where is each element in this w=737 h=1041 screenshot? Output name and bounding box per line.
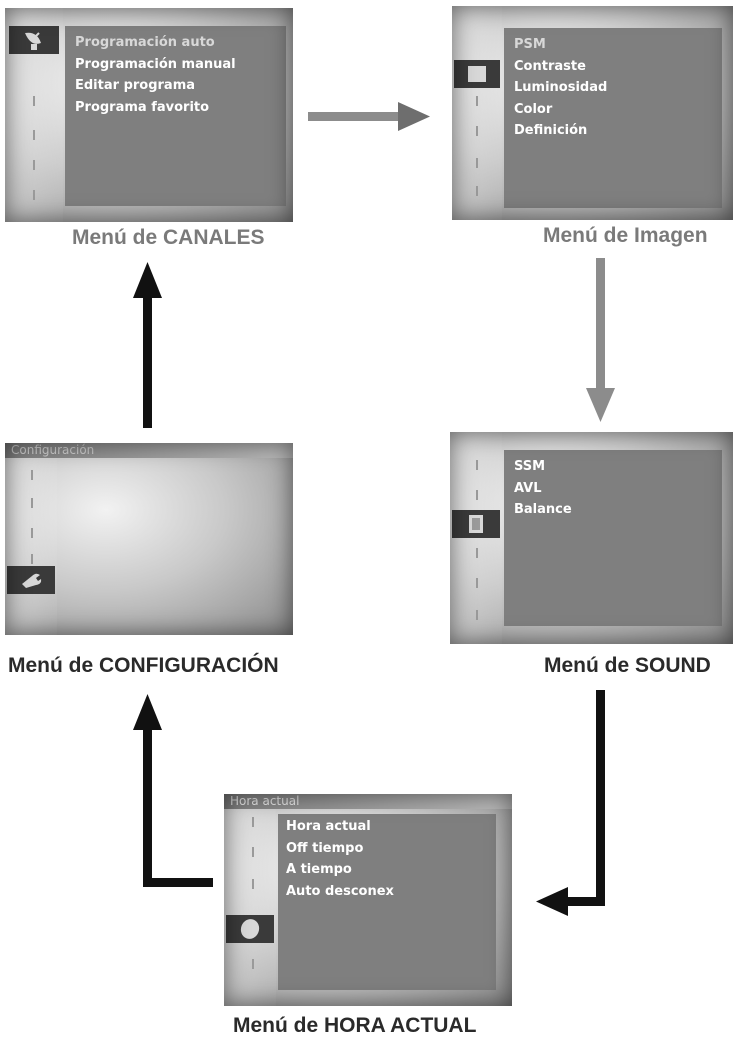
arrow-canales-to-imagen bbox=[308, 102, 430, 131]
menu-panel bbox=[278, 814, 496, 990]
menu-item[interactable]: Luminosidad bbox=[514, 80, 608, 95]
sidebar-tick bbox=[476, 548, 478, 558]
satellite-dish-icon bbox=[25, 32, 41, 50]
menu-list: PSM Contraste Luminosidad Color Definici… bbox=[514, 34, 607, 142]
icon-sidebar bbox=[450, 432, 502, 644]
sidebar-tick bbox=[31, 470, 33, 480]
caption-hora: Menú de HORA ACTUAL bbox=[233, 1014, 477, 1037]
menu-item[interactable]: Auto desconex bbox=[286, 883, 394, 899]
arrow-sound-to-hora bbox=[536, 690, 605, 916]
menu-item[interactable]: Hora actual bbox=[286, 819, 371, 834]
sidebar-tick bbox=[33, 190, 35, 200]
sidebar-tick bbox=[476, 578, 478, 588]
picture-icon bbox=[468, 66, 486, 82]
wrench-icon bbox=[22, 573, 42, 588]
menu-item[interactable]: PSM bbox=[514, 37, 546, 52]
caption-sound: Menú de SOUND bbox=[544, 654, 711, 677]
icon-sidebar bbox=[452, 6, 502, 220]
menu-item[interactable]: Contraste bbox=[514, 58, 586, 74]
icon-sidebar bbox=[5, 8, 63, 222]
sidebar-tick bbox=[476, 126, 478, 136]
clock-icon bbox=[240, 919, 260, 939]
caption-imagen: Menú de Imagen bbox=[543, 224, 708, 247]
screen-configuracion: Configuración bbox=[5, 443, 293, 635]
menu-list: Programación auto Programación manual Ed… bbox=[75, 32, 236, 118]
selected-icon-box bbox=[9, 26, 59, 54]
arrow-configuracion-to-canales bbox=[133, 262, 162, 428]
menu-item[interactable]: Balance bbox=[514, 502, 572, 517]
menu-item[interactable]: Programación auto bbox=[75, 35, 215, 50]
caption-configuracion: Menú de CONFIGURACIÓN bbox=[8, 654, 279, 677]
menu-item[interactable]: AVL bbox=[514, 480, 542, 496]
menu-item[interactable]: Programación manual bbox=[75, 56, 236, 72]
sidebar-tick bbox=[252, 959, 254, 969]
menu-item[interactable]: Editar programa bbox=[75, 78, 196, 93]
sidebar-tick bbox=[252, 847, 254, 857]
menu-item[interactable]: Off tiempo bbox=[286, 840, 364, 856]
menu-panel bbox=[504, 450, 722, 626]
arrow-imagen-to-sound bbox=[586, 258, 615, 422]
sidebar-tick bbox=[33, 96, 35, 106]
selected-icon-box bbox=[454, 60, 500, 88]
menu-item[interactable]: A tiempo bbox=[286, 862, 352, 877]
menu-item[interactable]: SSM bbox=[514, 459, 546, 474]
selected-icon-box bbox=[226, 915, 274, 943]
sidebar-tick bbox=[252, 817, 254, 827]
screen-title: Hora actual bbox=[224, 794, 512, 809]
icon-sidebar bbox=[5, 458, 57, 635]
menu-panel bbox=[504, 28, 722, 208]
screen-canales: Programación auto Programación manual Ed… bbox=[5, 8, 293, 222]
sidebar-tick bbox=[31, 554, 33, 564]
menu-panel bbox=[65, 26, 286, 206]
screen-imagen: PSM Contraste Luminosidad Color Definici… bbox=[452, 6, 733, 220]
menu-list: Hora actual Off tiempo A tiempo Auto des… bbox=[286, 816, 394, 902]
sidebar-tick bbox=[33, 130, 35, 140]
sidebar-tick bbox=[33, 160, 35, 170]
screen-title: Configuración bbox=[5, 443, 293, 458]
arrow-hora-to-configuracion bbox=[133, 694, 213, 887]
menu-list: SSM AVL Balance bbox=[514, 456, 572, 521]
sidebar-tick bbox=[31, 528, 33, 538]
caption-canales: Menú de CANALES bbox=[72, 226, 265, 249]
screen-sound: SSM AVL Balance bbox=[450, 432, 733, 644]
sidebar-tick bbox=[476, 490, 478, 500]
sidebar-tick bbox=[476, 460, 478, 470]
sidebar-tick bbox=[476, 158, 478, 168]
icon-sidebar bbox=[224, 809, 276, 1006]
menu-item[interactable]: Definición bbox=[514, 123, 588, 138]
speaker-icon bbox=[469, 515, 483, 533]
sidebar-tick bbox=[476, 186, 478, 196]
menu-item[interactable]: Color bbox=[514, 101, 553, 117]
sidebar-tick bbox=[252, 879, 254, 889]
sidebar-tick bbox=[31, 498, 33, 508]
selected-icon-box bbox=[452, 510, 500, 538]
sidebar-tick bbox=[476, 96, 478, 106]
selected-icon-box bbox=[7, 566, 55, 594]
screen-hora: Hora actual Hora actual Off tiempo A tie… bbox=[224, 794, 512, 1006]
sidebar-tick bbox=[476, 610, 478, 620]
menu-item[interactable]: Programa favorito bbox=[75, 99, 210, 115]
